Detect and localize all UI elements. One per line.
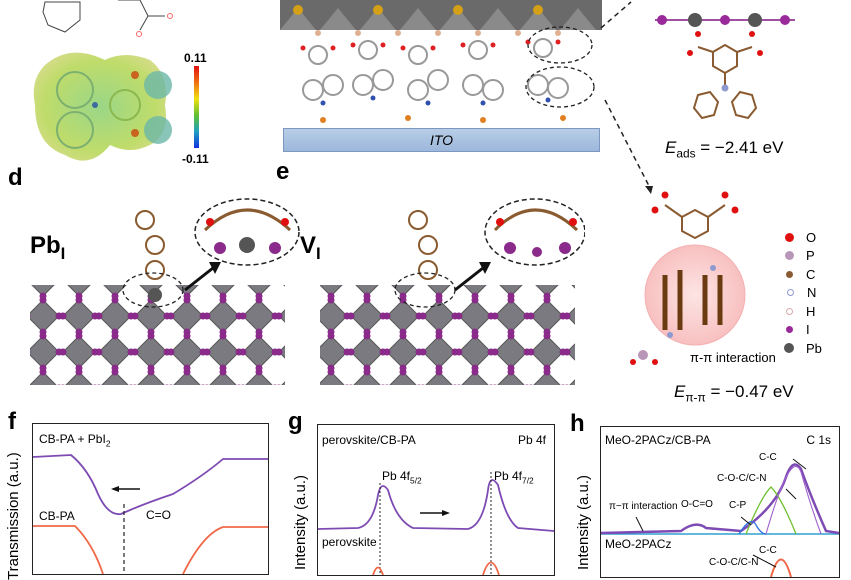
peak-label-2: Pb 4f7/2: [494, 469, 534, 485]
chart-g-ylabel: Intensity (a.u.): [292, 474, 309, 570]
energy-subscript: ads: [676, 146, 696, 161]
dashed-arrows: [600, 1, 653, 194]
chart-g-plot: [318, 472, 554, 575]
adsorbed-molecule: [655, 13, 795, 120]
pipi-energy: Eπ-π = −0.47 eV: [674, 382, 794, 404]
atom-p-icon: [785, 251, 794, 261]
peak-label-1: Pb 4f5/2: [382, 469, 422, 485]
energy-value: = −2.41 eV: [700, 138, 784, 157]
atom-c-icon: [786, 270, 793, 278]
peak-sub: 7/2: [522, 475, 534, 486]
annotation-arrow-icon: [635, 516, 644, 532]
annotation-coc: C-O-C/C-N: [717, 473, 767, 484]
legend-label: O: [806, 229, 817, 245]
adsorption-energy: Eads = −2.41 eV: [665, 138, 783, 160]
chart-g-title: perovskite/CB-PA: [322, 433, 416, 447]
chart-f: CB-PA + PbI2 CB-PA C=O: [32, 423, 269, 575]
legend-item: O: [785, 228, 822, 247]
annotation-cc: C-C: [759, 452, 777, 463]
perovskite-lattices: [30, 198, 585, 385]
defect-main: V: [300, 232, 317, 259]
annotation-pipi: π−π interaction: [609, 501, 678, 512]
legend-label: C: [806, 266, 816, 282]
legend-label: I: [806, 322, 810, 338]
defect-sub: I: [60, 243, 66, 263]
sam-schematic: [280, 0, 602, 123]
atom-pb-icon: [784, 343, 794, 354]
skeletal-structure: [42, 0, 173, 37]
colorbar: [194, 66, 199, 148]
series-label-1: CB-PA + PbI2: [39, 432, 110, 448]
chart-h: MeO-2PACz/CB-PA C 1s π−π interaction O-C…: [600, 426, 840, 578]
atom-o-icon: [785, 232, 794, 242]
defect-sub: I: [316, 243, 321, 263]
pipi-molecule: [630, 191, 746, 365]
annotation-oco: O-C=O: [681, 499, 713, 510]
panel-label-h: h: [570, 410, 585, 437]
legend-label: Pb: [806, 340, 822, 356]
panel-label-d: d: [8, 164, 23, 191]
peak-main: Pb 4f: [382, 469, 411, 483]
series-label-meo: MeO-2PACz: [605, 537, 672, 551]
atom-n-icon: [786, 289, 794, 297]
peak-main: Pb 4f: [494, 469, 523, 483]
panel-label-f: f: [8, 408, 16, 435]
series-label-2: CB-PA: [39, 509, 75, 523]
legend-item: P: [785, 247, 822, 266]
annotation2-cc: C-C: [759, 545, 777, 556]
series-cb-pa: [182, 526, 268, 574]
legend-item: I: [785, 321, 822, 340]
series-label-perovskite: perovskite: [322, 535, 377, 549]
atom-i-icon: [786, 326, 793, 334]
series-cb-pa-pbi2: [33, 454, 268, 516]
panel-label-g: g: [288, 408, 303, 435]
esp-map: [33, 52, 172, 161]
colorbar-max: 0.11: [184, 51, 207, 65]
energy-symbol: E: [665, 138, 677, 157]
colorbar-min: -0.11: [182, 152, 209, 166]
legend-label: N: [807, 285, 817, 301]
legend-label: P: [806, 248, 815, 264]
chart-h-ylabel: Intensity (a.u.): [575, 474, 592, 570]
energy-subscript: π-π: [685, 390, 706, 405]
chart-g: perovskite/CB-PA Pb 4f Pb 4f5/2 Pb 4f7/2…: [317, 424, 555, 576]
ito-substrate: ITO: [283, 128, 600, 152]
legend-label: H: [806, 303, 816, 319]
defect-label-pb-i: PbI: [30, 232, 65, 264]
defect-label-v-i: VI: [300, 232, 321, 264]
atom-legend: O P C N H I Pb: [784, 228, 822, 358]
annotation-cp: C-P: [729, 500, 747, 511]
annotation-co: C=O: [146, 508, 172, 522]
defect-main: Pb: [30, 232, 61, 259]
chart-f-ylabel: Transmission (a.u.): [5, 452, 22, 580]
pipi-label: π-π interaction: [690, 350, 776, 365]
legend-item: N: [785, 284, 822, 303]
chart-h-title: MeO-2PACz/CB-PA: [605, 433, 711, 447]
legend-item: Pb: [784, 339, 822, 358]
legend-item: C: [785, 265, 822, 284]
series-label-text: CB-PA + PbI: [39, 432, 106, 446]
energy-value: = −0.47 eV: [710, 382, 794, 401]
atom-h-icon: [786, 307, 793, 315]
peak-sub: 5/2: [410, 475, 422, 486]
panel-label-e: e: [276, 158, 290, 185]
legend-item: H: [785, 302, 822, 321]
energy-symbol: E: [674, 382, 686, 401]
series-label-sub: 2: [105, 438, 111, 449]
chart-h-region: C 1s: [806, 433, 831, 447]
chart-g-region: Pb 4f: [517, 433, 546, 447]
annotation2-coc: C-O-C/C-N: [709, 557, 759, 568]
